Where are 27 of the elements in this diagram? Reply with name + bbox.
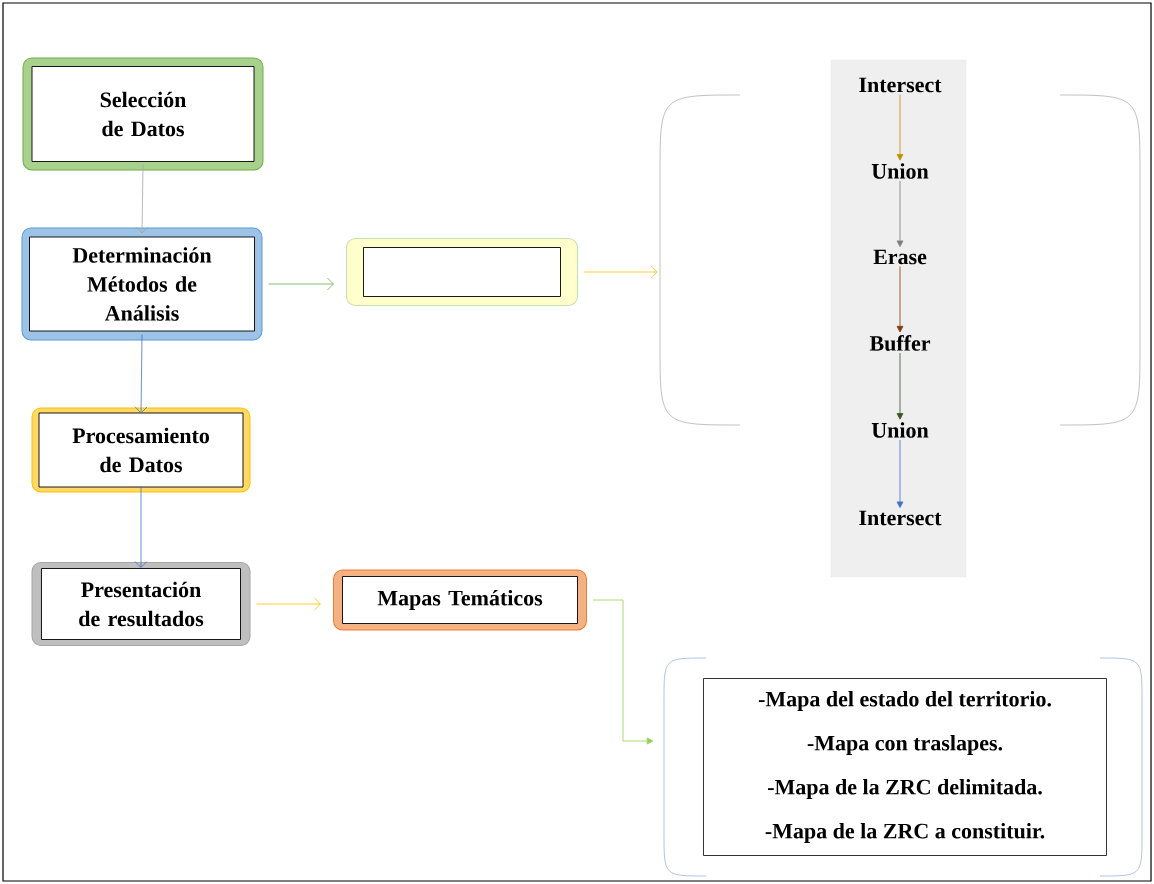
step-label: Buffer <box>869 335 931 351</box>
process-box: Determinación Métodos de Análisis <box>21 227 263 341</box>
step-label: Erase <box>873 249 927 265</box>
step-label: Union <box>871 422 929 438</box>
process-box: Selección de Datos <box>22 57 264 171</box>
process-box: Mapas Temáticos <box>333 569 587 631</box>
bracket <box>663 657 1143 877</box>
arrow <box>896 439 904 508</box>
arrow <box>256 597 321 611</box>
arrow <box>896 94 904 161</box>
step-label: Union <box>871 163 929 179</box>
process-box: Presentación de resultados <box>31 562 251 646</box>
arrow <box>583 265 658 279</box>
arrow <box>896 352 904 420</box>
list-box: -Mapa del estado del territorio. -Mapa con traslapes. -Mapa de la ZRC delimitada. -Mapa de la ZRC a constituir. <box>703 678 1107 856</box>
step-label: Intersect <box>859 510 942 526</box>
process-box <box>346 238 578 306</box>
process-box: Procesamiento de Datos <box>31 407 251 493</box>
arrow <box>896 180 904 247</box>
arrow <box>268 277 334 291</box>
arrow <box>134 334 148 414</box>
arrow <box>896 266 904 333</box>
bracket <box>659 59 1141 578</box>
arrow <box>134 486 148 568</box>
step-label: Intersect <box>859 77 942 93</box>
arrow <box>592 599 654 745</box>
arrow <box>135 164 149 234</box>
